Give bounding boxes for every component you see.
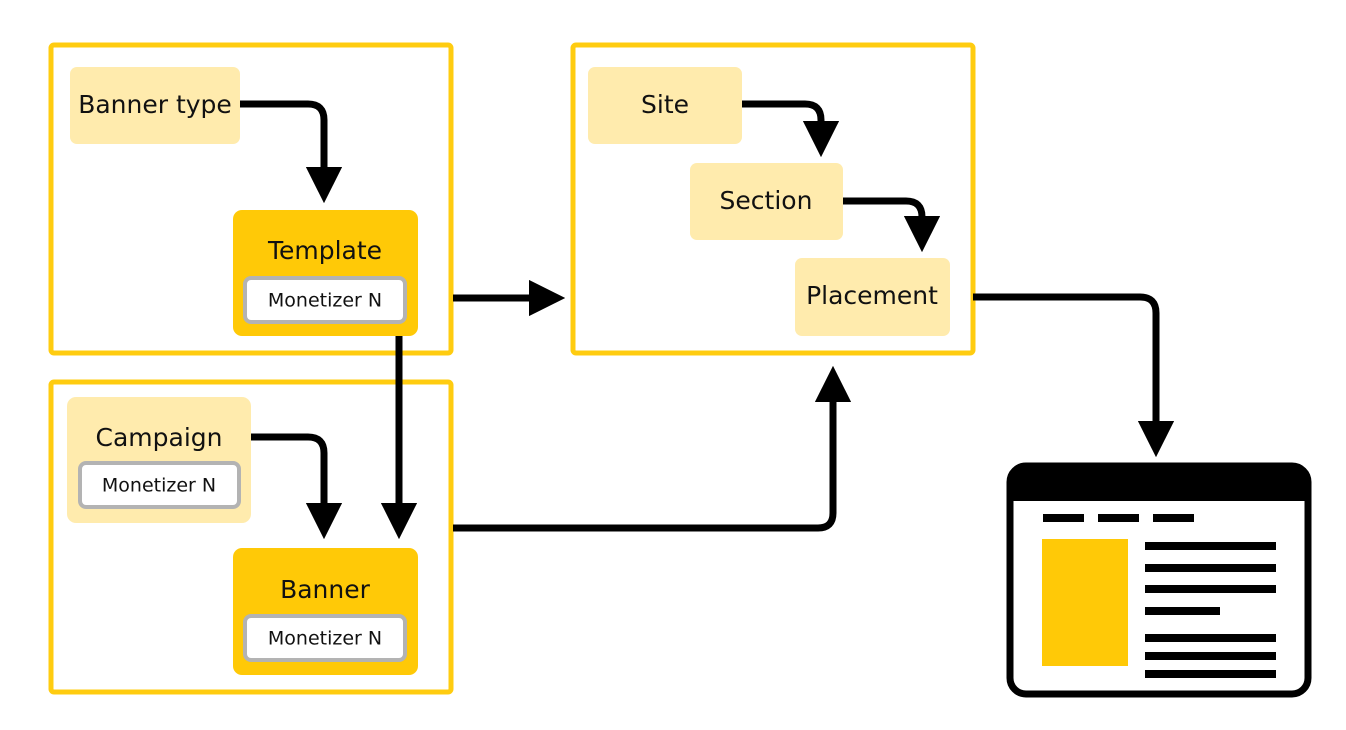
node-banner-label: Banner xyxy=(280,575,371,604)
node-campaign[interactable]: Campaign Monetizer N xyxy=(67,397,251,523)
node-template-chip-label: Monetizer N xyxy=(268,290,382,312)
node-banner-type-label: Banner type xyxy=(78,90,232,119)
edge-section-to-placement xyxy=(843,197,941,253)
node-placement-label: Placement xyxy=(806,281,938,310)
group-campaign xyxy=(48,379,454,695)
node-banner-chip-label: Monetizer N xyxy=(268,628,382,650)
node-placement[interactable]: Placement xyxy=(795,258,950,336)
node-site-label: Site xyxy=(641,90,689,119)
browser-text-lines xyxy=(1145,542,1276,678)
edge-campaign-to-banner xyxy=(251,433,343,540)
edge-site-to-section xyxy=(742,100,840,158)
edge-banner-group-to-site-group xyxy=(453,365,852,532)
browser-titlebar xyxy=(1010,466,1308,501)
node-section[interactable]: Section xyxy=(690,163,843,240)
group-template xyxy=(48,42,454,356)
node-banner[interactable]: Banner Monetizer N xyxy=(233,548,418,675)
edge-banner-type-to-template xyxy=(240,100,343,204)
group-site xyxy=(570,42,976,356)
browser-ad-slot[interactable] xyxy=(1042,539,1128,666)
node-template-label: Template xyxy=(267,236,382,265)
node-campaign-label: Campaign xyxy=(96,423,223,452)
node-section-label: Section xyxy=(720,186,813,215)
node-site[interactable]: Site xyxy=(588,67,742,144)
browser-preview[interactable] xyxy=(1006,462,1312,698)
browser-nav-dashes xyxy=(1043,514,1194,522)
node-campaign-chip-label: Monetizer N xyxy=(102,475,216,497)
node-template[interactable]: Template Monetizer N xyxy=(233,210,418,336)
node-banner-type[interactable]: Banner type xyxy=(70,67,240,144)
edge-placement-to-browser xyxy=(973,293,1175,458)
